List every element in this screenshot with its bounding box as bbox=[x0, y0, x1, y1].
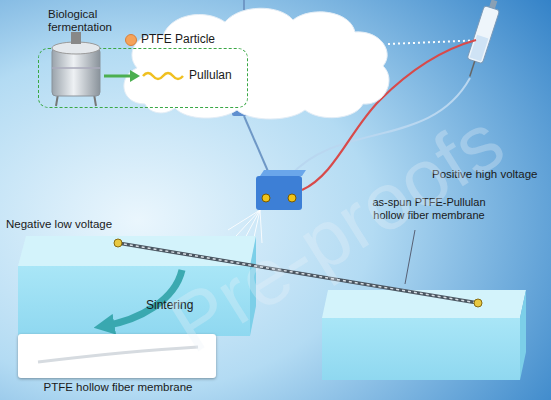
spray-line bbox=[228, 210, 260, 230]
cloud-shape bbox=[124, 8, 389, 119]
syringe bbox=[462, 0, 502, 79]
cloud-outline bbox=[115, 4, 395, 122]
electrode-contact bbox=[474, 299, 482, 307]
process-label: Sintering bbox=[146, 298, 193, 312]
spinneret-screw bbox=[262, 194, 270, 202]
watermark: Pre-proofs bbox=[153, 93, 521, 372]
electrode-contact bbox=[114, 239, 122, 247]
node-text: Biological fermentation bbox=[48, 8, 134, 34]
material-cloud: PTFE ParticlePullulan bbox=[115, 4, 395, 122]
membrane-drawing bbox=[18, 334, 216, 378]
ptfe-particle bbox=[126, 35, 137, 46]
syringe-needle bbox=[470, 61, 475, 76]
voltage-label: Negative low voltage bbox=[6, 218, 112, 232]
fiber-label: as-spun PTFE-Pullulan hollow fiber membr… bbox=[368, 196, 490, 222]
membrane-sample: PTFE hollow fiber membrane bbox=[16, 334, 220, 398]
fermenter-body bbox=[52, 48, 100, 96]
node-text: PTFE hollow fiber membrane bbox=[16, 381, 220, 394]
spinneret-arm bbox=[244, 116, 270, 176]
collector-block-front bbox=[322, 318, 520, 380]
spinneret-top bbox=[260, 170, 306, 176]
syringe-fluid bbox=[470, 35, 489, 62]
collector-block-side bbox=[250, 236, 256, 336]
fermenter-band bbox=[52, 67, 100, 69]
spray-line bbox=[260, 210, 262, 243]
fermenter-motor bbox=[71, 32, 81, 44]
flow-arrow-shaft bbox=[104, 75, 130, 78]
collector-block-side bbox=[520, 290, 526, 380]
collector-block-front bbox=[18, 266, 250, 336]
fermentation-box: Biological fermentation bbox=[38, 8, 250, 110]
syringe-barrel bbox=[467, 6, 500, 64]
pullulan-chain bbox=[143, 73, 183, 79]
spinneret bbox=[256, 176, 302, 210]
spinneret-screw bbox=[288, 194, 296, 202]
membrane-plate bbox=[18, 334, 216, 378]
leader-line bbox=[405, 230, 415, 284]
node-text: PTFE Particle bbox=[141, 33, 251, 47]
voltage-label: Positive high voltage bbox=[432, 168, 537, 182]
node-text: Pullulan bbox=[189, 69, 269, 83]
hollow-fiber bbox=[38, 347, 198, 362]
